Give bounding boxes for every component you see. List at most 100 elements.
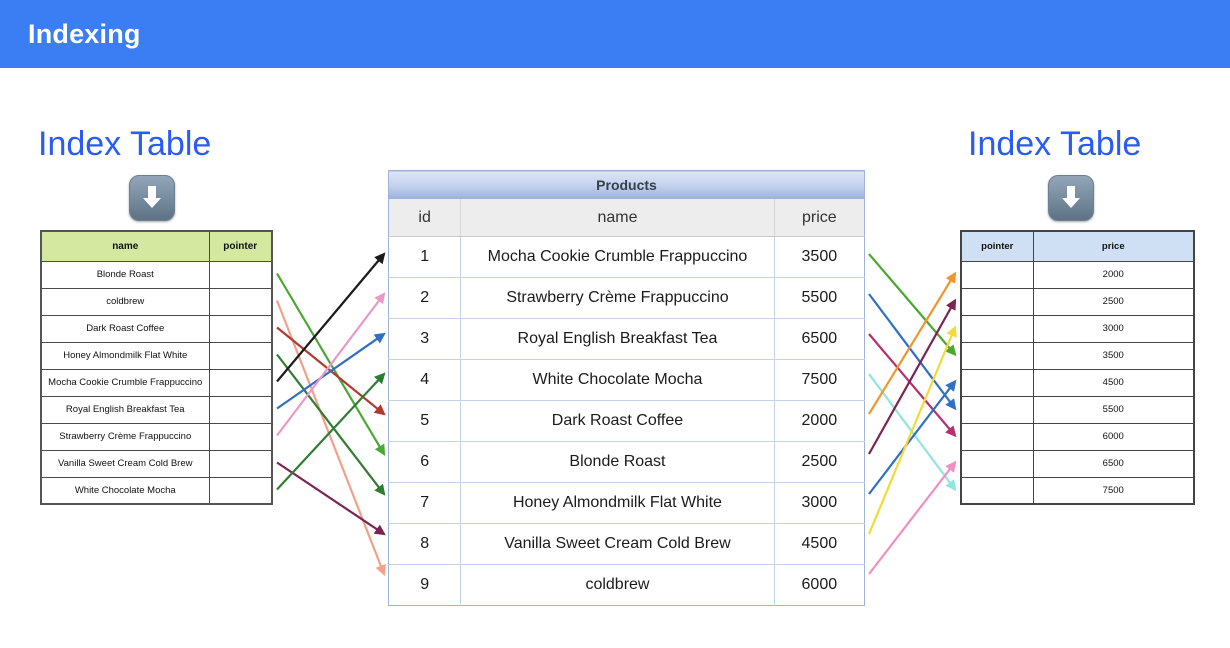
cell-name: Royal English Breakfast Tea xyxy=(460,318,775,360)
cell-name: Royal English Breakfast Tea xyxy=(40,395,210,424)
cell-name: coldbrew xyxy=(460,564,775,606)
table-row: 6000 xyxy=(960,422,1195,451)
cell-name: Dark Roast Coffee xyxy=(460,400,775,442)
cell-pointer xyxy=(960,422,1034,451)
products-table-title: Products xyxy=(388,170,865,199)
cell-name: Mocha Cookie Crumble Frappuccino xyxy=(40,368,210,397)
cell-price: 7500 xyxy=(774,359,865,401)
cell-price: 2000 xyxy=(1032,260,1195,289)
left-arrow-2 xyxy=(276,326,386,416)
table-header-row: pointer price xyxy=(960,230,1195,262)
cell-id: 9 xyxy=(388,564,462,606)
cell-price: 3000 xyxy=(774,482,865,524)
right-arrow-1 xyxy=(868,293,957,411)
cell-pointer xyxy=(960,260,1034,289)
column-header-pointer: pointer xyxy=(208,230,273,262)
left-arrow-7 xyxy=(276,461,386,536)
cell-id: 8 xyxy=(388,523,462,565)
right-arrow-2 xyxy=(868,333,957,438)
cell-name: White Chocolate Mocha xyxy=(460,359,775,401)
column-header-price: price xyxy=(1032,230,1195,262)
cell-name: Strawberry Crème Frappuccino xyxy=(460,277,775,319)
cell-price: 2500 xyxy=(774,441,865,483)
cell-name: Mocha Cookie Crumble Frappuccino xyxy=(460,236,775,278)
cell-pointer xyxy=(208,476,273,505)
cell-price: 3500 xyxy=(1032,341,1195,370)
table-row: 4500 xyxy=(960,368,1195,397)
cell-price: 5500 xyxy=(774,277,865,319)
right-arrow-3 xyxy=(868,373,957,492)
cell-pointer xyxy=(208,341,273,370)
cell-price: 6500 xyxy=(774,318,865,360)
cell-price: 7500 xyxy=(1032,476,1195,505)
table-row: 7500 xyxy=(960,476,1195,505)
cell-pointer xyxy=(208,260,273,289)
download-arrow-icon xyxy=(1048,175,1094,221)
cell-name: Dark Roast Coffee xyxy=(40,314,210,343)
cell-pointer xyxy=(208,449,273,478)
column-header-price: price xyxy=(774,198,865,237)
table-row: 5500 xyxy=(960,395,1195,424)
cell-price: 6500 xyxy=(1032,449,1195,478)
table-row: Vanilla Sweet Cream Cold Brew xyxy=(40,449,273,478)
right-arrow-8 xyxy=(868,460,957,575)
cell-price: 4500 xyxy=(774,523,865,565)
table-row: 2000 xyxy=(960,260,1195,289)
page-title: Indexing xyxy=(28,19,141,49)
right-arrow-6 xyxy=(868,379,957,495)
cell-price: 6000 xyxy=(774,564,865,606)
cell-price: 3500 xyxy=(774,236,865,278)
cell-price: 5500 xyxy=(1032,395,1195,424)
table-row: Blonde Roast xyxy=(40,260,273,289)
table-row: coldbrew xyxy=(40,287,273,316)
cell-id: 7 xyxy=(388,482,462,524)
cell-pointer xyxy=(208,395,273,424)
table-row: Dark Roast Coffee xyxy=(40,314,273,343)
left-arrow-3 xyxy=(276,353,386,496)
cell-pointer xyxy=(960,287,1034,316)
cell-name: coldbrew xyxy=(40,287,210,316)
left-arrow-4 xyxy=(276,252,386,383)
cell-id: 6 xyxy=(388,441,462,483)
table-row: Royal English Breakfast Tea xyxy=(40,395,273,424)
cell-name: Vanilla Sweet Cream Cold Brew xyxy=(40,449,210,478)
table-row: Strawberry Crème Frappuccino xyxy=(40,422,273,451)
download-arrow-icon xyxy=(129,175,175,221)
cell-pointer xyxy=(960,368,1034,397)
cell-name: White Chocolate Mocha xyxy=(40,476,210,505)
cell-pointer xyxy=(960,476,1034,505)
left-arrow-0 xyxy=(276,272,386,456)
column-header-name: name xyxy=(460,198,775,237)
table-row: 3000 xyxy=(960,314,1195,343)
right-index-table-title: Index Table xyxy=(968,125,1142,163)
table-row: 3500 xyxy=(960,341,1195,370)
cell-pointer xyxy=(208,314,273,343)
right-arrow-4 xyxy=(868,271,957,415)
cell-price: 6000 xyxy=(1032,422,1195,451)
cell-id: 4 xyxy=(388,359,462,401)
table-row: White Chocolate Mocha xyxy=(40,476,273,505)
left-arrow-6 xyxy=(276,292,386,437)
table-header-row: name pointer xyxy=(40,230,273,262)
cell-name: Strawberry Crème Frappuccino xyxy=(40,422,210,451)
cell-pointer xyxy=(960,395,1034,424)
page-header-banner: Indexing xyxy=(0,0,1230,68)
table-header-row: id name price xyxy=(388,198,865,237)
table-row: 6500 xyxy=(960,449,1195,478)
cell-name: Blonde Roast xyxy=(40,260,210,289)
products-title-row: Products xyxy=(388,170,865,199)
